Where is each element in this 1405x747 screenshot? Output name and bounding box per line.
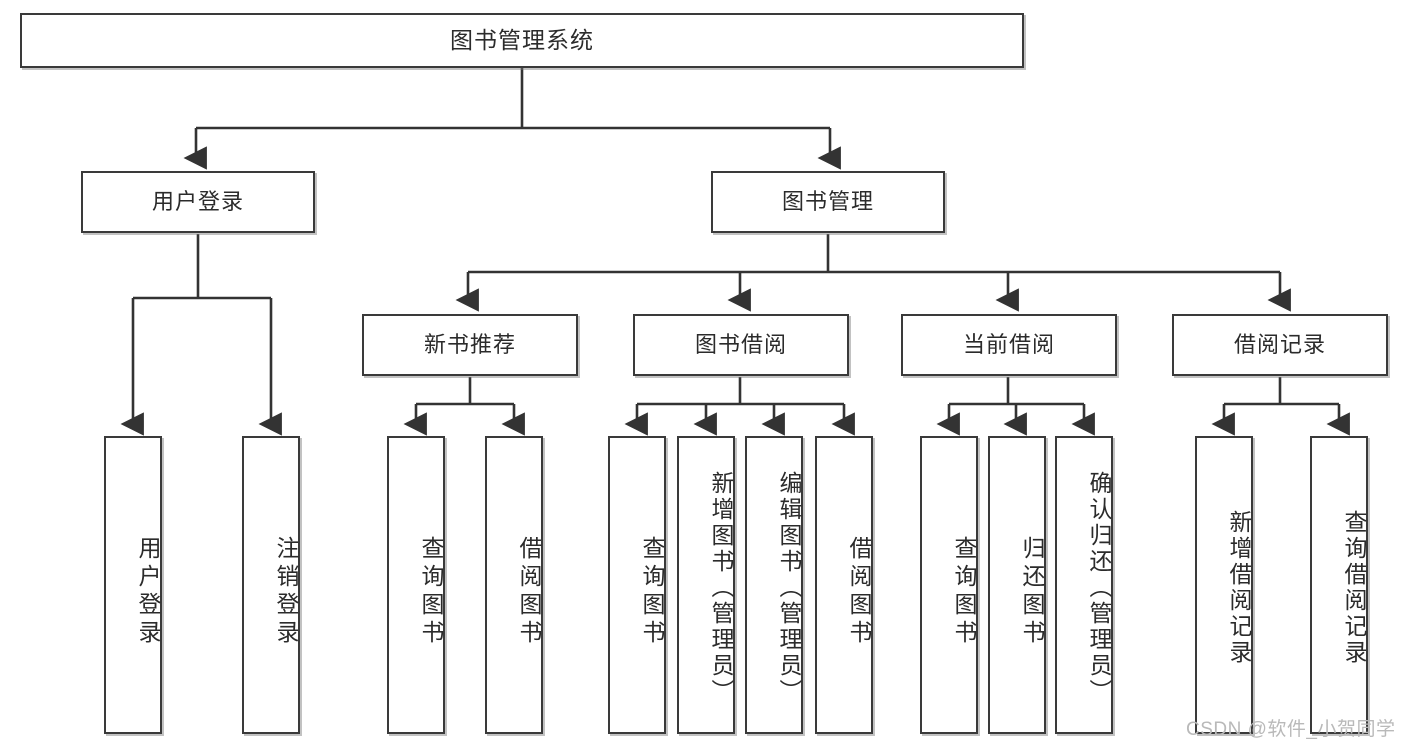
node-label: 借阅图书 <box>846 536 872 648</box>
node-label: 借阅记录 <box>1233 331 1326 357</box>
node-label: 确认归还（管理员） <box>1086 471 1112 705</box>
node-label: 新书推荐 <box>423 331 516 357</box>
node-label: 查询借阅记录 <box>1341 510 1367 666</box>
node-leaf-borrow-book-2[interactable]: 借阅图书 <box>815 436 873 734</box>
node-label: 用户登录 <box>135 536 161 648</box>
node-label: 图书管理系统 <box>450 26 594 53</box>
node-leaf-query-book-2[interactable]: 查询图书 <box>608 436 666 734</box>
node-current-borrow[interactable]: 当前借阅 <box>901 314 1117 376</box>
node-book-management[interactable]: 图书管理 <box>711 171 945 233</box>
node-label: 编辑图书（管理员） <box>776 471 802 705</box>
node-leaf-borrow-book-1[interactable]: 借阅图书 <box>485 436 543 734</box>
node-leaf-logout[interactable]: 注销登录 <box>242 436 300 734</box>
node-leaf-confirm-return[interactable]: 确认归还（管理员） <box>1055 436 1113 734</box>
node-leaf-query-book-1[interactable]: 查询图书 <box>387 436 445 734</box>
node-borrow-record[interactable]: 借阅记录 <box>1172 314 1388 376</box>
node-label: 注销登录 <box>273 536 299 648</box>
node-label: 借阅图书 <box>516 536 542 648</box>
node-leaf-edit-book[interactable]: 编辑图书（管理员） <box>745 436 803 734</box>
node-label: 查询图书 <box>418 536 444 648</box>
node-leaf-add-record[interactable]: 新增借阅记录 <box>1195 436 1253 734</box>
node-leaf-return-book[interactable]: 归还图书 <box>988 436 1046 734</box>
node-label: 新增图书（管理员） <box>708 471 734 705</box>
node-label: 新增借阅记录 <box>1226 510 1252 666</box>
node-label: 当前借阅 <box>962 331 1055 357</box>
node-user-login[interactable]: 用户登录 <box>81 171 315 233</box>
csdn-watermark: CSDN @软件_小贺同学 <box>1186 719 1396 740</box>
node-leaf-user-login[interactable]: 用户登录 <box>104 436 162 734</box>
node-label: 归还图书 <box>1019 536 1045 648</box>
node-root-book-management-system[interactable]: 图书管理系统 <box>20 13 1024 68</box>
node-book-borrow[interactable]: 图书借阅 <box>633 314 849 376</box>
node-label: 图书借阅 <box>694 331 787 357</box>
node-leaf-query-record[interactable]: 查询借阅记录 <box>1310 436 1368 734</box>
node-new-book-recommend[interactable]: 新书推荐 <box>362 314 578 376</box>
node-leaf-add-book[interactable]: 新增图书（管理员） <box>677 436 735 734</box>
node-label: 查询图书 <box>951 536 977 648</box>
node-label: 图书管理 <box>781 188 874 214</box>
node-leaf-query-book-3[interactable]: 查询图书 <box>920 436 978 734</box>
node-label: 查询图书 <box>639 536 665 648</box>
node-label: 用户登录 <box>151 188 244 214</box>
